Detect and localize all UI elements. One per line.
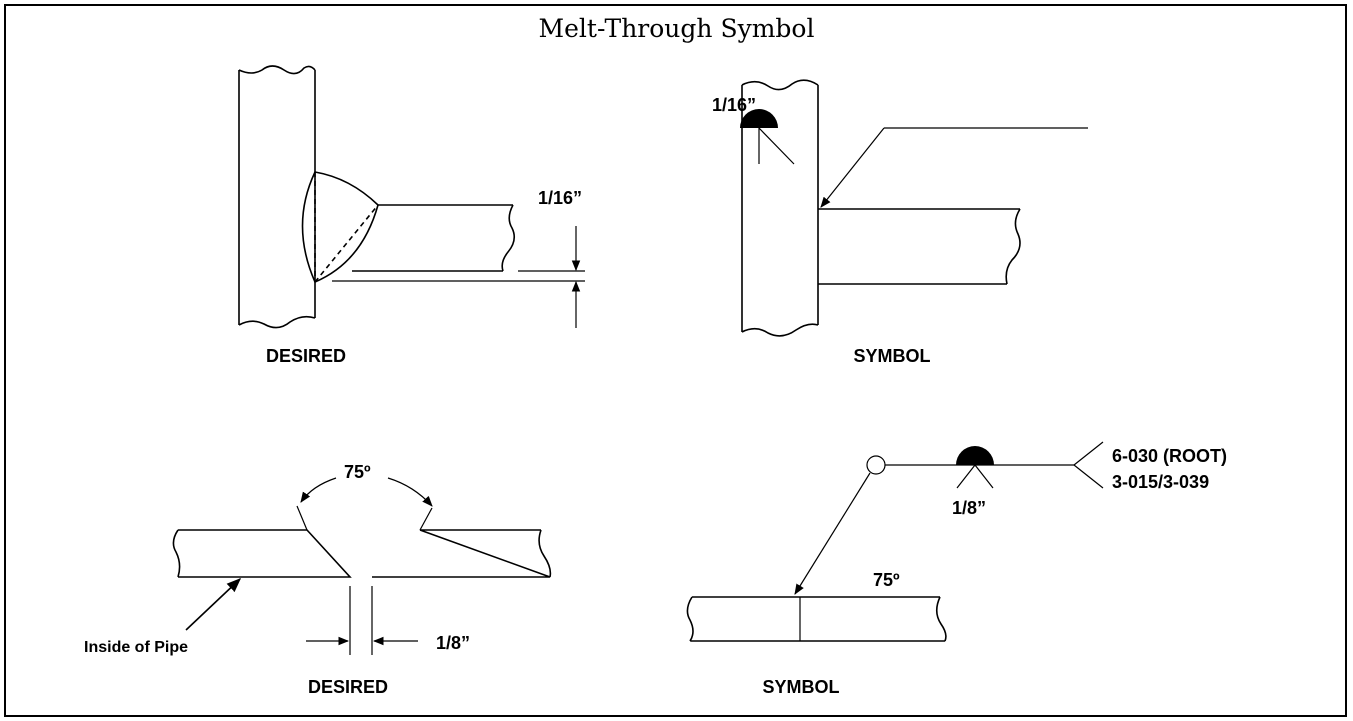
top-left-dimension-label: 1/16” xyxy=(538,188,582,208)
weld-bead xyxy=(301,171,379,284)
weld-all-around-icon xyxy=(866,455,886,475)
bottom-left-desired-drawing xyxy=(172,477,552,655)
bottom-right-caption: SYMBOL xyxy=(762,677,839,697)
tail-line-1: 6-030 (ROOT) xyxy=(1112,446,1227,466)
angle-arc-right xyxy=(387,477,433,507)
top-right-caption: SYMBOL xyxy=(853,346,930,366)
tail-line-2: 3-015/3-039 xyxy=(1112,472,1209,492)
angle-arc-left xyxy=(300,477,337,503)
top-left-desired-drawing xyxy=(238,65,585,329)
top-right-symbol-drawing xyxy=(740,79,1088,337)
bottom-right-dimension-label: 1/8” xyxy=(952,498,986,518)
leader-line xyxy=(820,127,885,208)
inside-of-pipe-label: Inside of Pipe xyxy=(84,639,188,656)
pipe-section xyxy=(686,596,947,642)
horizontal-plate xyxy=(818,208,1021,285)
inside-pipe-pointer xyxy=(185,578,242,631)
weld-penetration-dash xyxy=(314,172,379,283)
bottom-right-symbol-drawing xyxy=(686,441,1104,642)
diagram-title: Melt-Through Symbol xyxy=(538,14,815,43)
groove-symbol-icon xyxy=(956,464,994,489)
left-pipe-wall xyxy=(172,529,352,578)
right-pipe-wall xyxy=(372,529,552,578)
top-left-caption: DESIRED xyxy=(266,346,346,366)
melt-through-symbol-icon xyxy=(956,446,994,465)
angle-extension-right xyxy=(419,507,433,531)
top-right-dimension-label: 1/16” xyxy=(712,95,756,115)
vertical-plate xyxy=(238,65,316,329)
leader-line xyxy=(794,472,871,595)
vertical-plate xyxy=(741,79,819,337)
bottom-left-angle-label: 75º xyxy=(344,462,371,482)
bottom-left-gap-label: 1/8” xyxy=(436,633,470,653)
tail-icon xyxy=(1073,441,1104,489)
bottom-right-angle-label: 75º xyxy=(873,570,900,590)
horizontal-plate xyxy=(352,204,516,272)
groove-symbol-icon xyxy=(758,127,795,165)
diagram-frame xyxy=(4,4,1347,717)
melt-through-symbol-icon xyxy=(740,109,778,128)
angle-extension-left xyxy=(296,505,308,531)
bottom-left-caption: DESIRED xyxy=(308,677,388,697)
